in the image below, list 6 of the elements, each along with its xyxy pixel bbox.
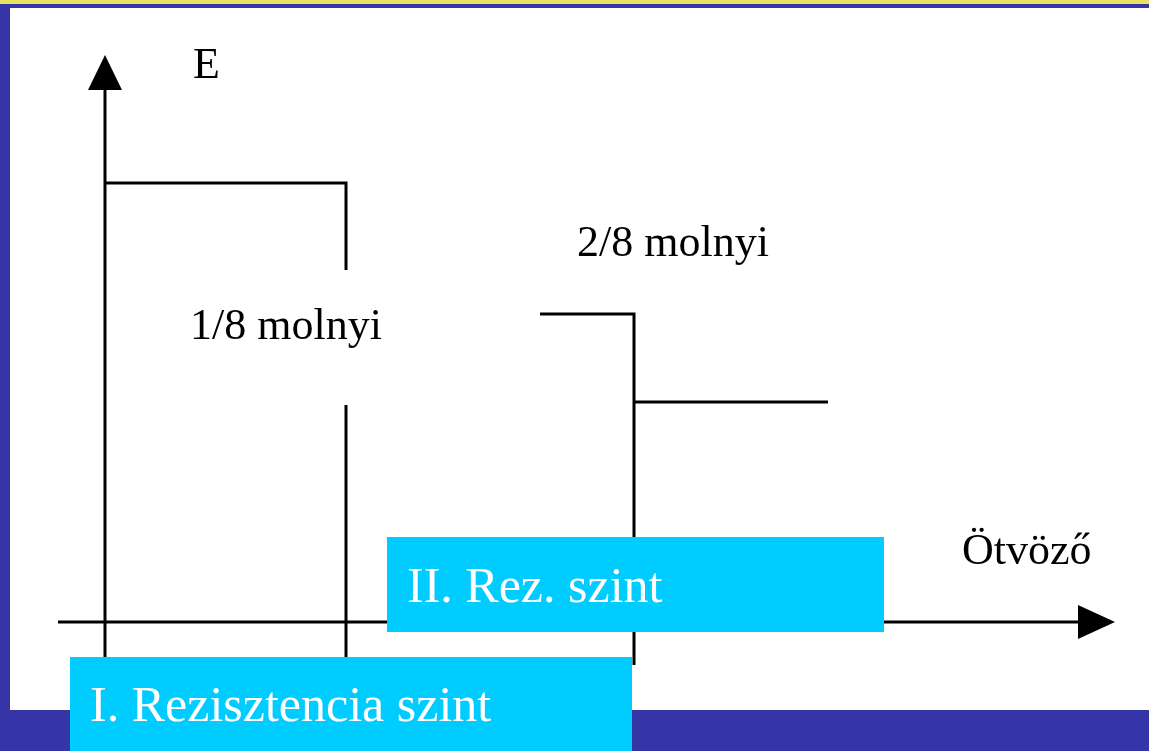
axis-label: Ötvöző <box>962 528 1092 572</box>
level-label-box: I. Rezisztencia szint <box>70 657 632 751</box>
concentration-label: 2/8 molnyi <box>577 220 769 264</box>
level-label-box: II. Rez. szint <box>387 537 884 632</box>
axis-label: E <box>193 42 220 86</box>
concentration-label: 1/8 molnyi <box>190 303 382 347</box>
